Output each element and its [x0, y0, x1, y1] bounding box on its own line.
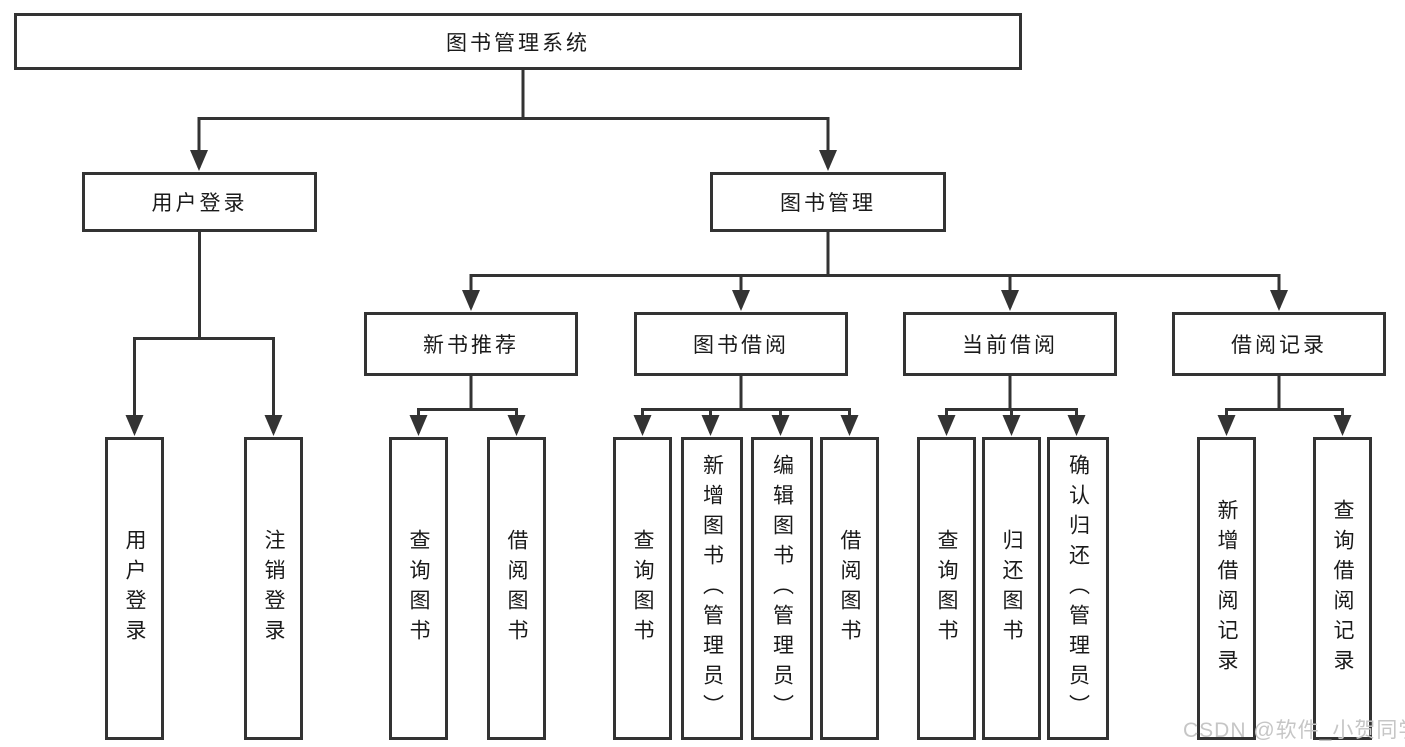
leaf-borrow-query-book: 查询图书 — [613, 437, 672, 740]
leaf-current-query-book: 查询图书 — [917, 437, 976, 740]
leaf-recommend-borrow-book: 借阅图书 — [487, 437, 546, 740]
node-current-borrow: 当前借阅 — [903, 312, 1117, 376]
leaf-borrow-borrow-book-label: 借阅图书 — [838, 528, 861, 649]
node-book-borrow: 图书借阅 — [634, 312, 848, 376]
node-root-label: 图书管理系统 — [446, 31, 590, 55]
leaf-recommend-query-book-label: 查询图书 — [407, 528, 430, 649]
leaf-user-login-label: 用户登录 — [123, 528, 146, 649]
leaf-current-return-book-label: 归还图书 — [1000, 528, 1023, 649]
leaf-current-return-book: 归还图书 — [982, 437, 1041, 740]
leaf-recommend-borrow-book-label: 借阅图书 — [505, 528, 528, 649]
leaf-logout: 注销登录 — [244, 437, 303, 740]
leaf-records-add-record: 新增借阅记录 — [1197, 437, 1256, 740]
leaf-borrow-edit-book-admin: 编辑图书（管理员） — [751, 437, 813, 740]
node-new-book-recommend-label: 新书推荐 — [423, 334, 519, 357]
leaf-borrow-add-book-admin-label: 新增图书（管理员） — [700, 453, 724, 724]
watermark-text: CSDN @软件_小贺同学 — [1183, 719, 1405, 742]
connector-group — [125, 68, 1352, 436]
node-new-book-recommend: 新书推荐 — [364, 312, 578, 376]
leaf-logout-label: 注销登录 — [262, 528, 285, 649]
leaf-recommend-query-book: 查询图书 — [389, 437, 448, 740]
node-borrow-records: 借阅记录 — [1172, 312, 1386, 376]
leaf-current-query-book-label: 查询图书 — [935, 528, 958, 649]
leaf-current-confirm-return-admin: 确认归还（管理员） — [1047, 437, 1109, 740]
leaf-borrow-edit-book-admin-label: 编辑图书（管理员） — [770, 453, 794, 724]
leaf-current-confirm-return-admin-label: 确认归还（管理员） — [1066, 453, 1090, 724]
node-book-borrow-label: 图书借阅 — [693, 334, 789, 357]
node-root: 图书管理系统 — [14, 13, 1022, 70]
leaf-borrow-query-book-label: 查询图书 — [631, 528, 654, 649]
node-user-login: 用户登录 — [82, 172, 317, 232]
node-borrow-records-label: 借阅记录 — [1231, 334, 1327, 357]
node-book-management: 图书管理 — [710, 172, 946, 232]
node-book-management-label: 图书管理 — [780, 192, 876, 215]
leaf-records-query-record: 查询借阅记录 — [1313, 437, 1372, 740]
leaf-user-login: 用户登录 — [105, 437, 164, 740]
node-current-borrow-label: 当前借阅 — [962, 334, 1058, 357]
leaf-borrow-borrow-book: 借阅图书 — [820, 437, 879, 740]
leaf-records-add-record-label: 新增借阅记录 — [1215, 498, 1238, 679]
node-user-login-label: 用户登录 — [151, 192, 248, 215]
leaf-borrow-add-book-admin: 新增图书（管理员） — [681, 437, 743, 740]
leaf-records-query-record-label: 查询借阅记录 — [1331, 498, 1354, 679]
